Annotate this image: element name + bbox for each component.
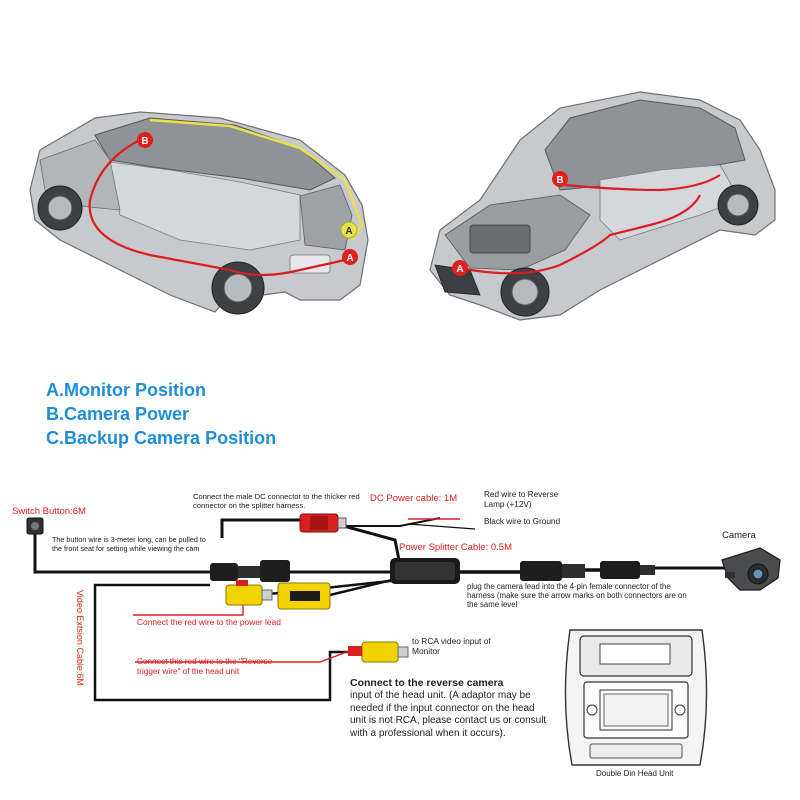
red-power-lead-line (133, 605, 244, 616)
connect-reverse-title: Connect to the reverse camera (350, 677, 504, 689)
legend-monitor-position: A.Monitor Position (46, 380, 206, 400)
marker-b-rear-label: B (141, 136, 148, 147)
red-wires (133, 518, 460, 663)
dc-to-splitter (339, 523, 402, 566)
car-rear-illustration: B A A (29, 111, 369, 315)
rca-monitor-label: to RCA video input of Monitor (412, 636, 491, 656)
marker-a-front (452, 260, 468, 276)
marker-b-rear (137, 132, 153, 148)
black-wire-ground (407, 523, 476, 530)
dc-power-cable-label: DC Power cable: 1M (370, 493, 458, 504)
marker-a-yellow-rear-label: A (345, 226, 352, 237)
rca-connector-female (277, 582, 331, 610)
car-front-illustration: B A (429, 91, 776, 321)
rca-connector-end (348, 641, 409, 663)
harness-connector-left (210, 560, 290, 582)
reverse-trigger-label: Connect this red wire to the "Reverse tr… (137, 657, 273, 676)
marker-b-front-label: B (556, 175, 563, 186)
camera-lead-note: plug the camera lead into the 4-pin fema… (467, 582, 687, 610)
camera-harness-connector (520, 561, 655, 581)
connect-reverse-body: input of the head unit. (A adaptor may b… (350, 690, 547, 739)
power-splitter-body (390, 558, 460, 584)
double-din-head-unit (564, 629, 708, 766)
video-extension-label: Video Extsion Cable:6M (75, 590, 85, 686)
dc-connector-lead (220, 518, 300, 538)
power-splitter-label: Power Splitter Cable: 0.5M (399, 542, 512, 553)
switch-button-device (26, 517, 44, 535)
legend-backup-camera-position: C.Backup Camera Position (46, 428, 277, 448)
marker-a-front-label: A (456, 264, 463, 275)
dc-male-connector (299, 513, 347, 533)
video-extension-cable (93, 583, 365, 702)
dc-power-cable (338, 517, 441, 527)
camera-label: Camera (722, 530, 756, 541)
marker-a-yellow-rear (340, 221, 358, 239)
button-wire-note: The button wire is 3-meter long, can be … (52, 535, 206, 553)
legend-camera-power: B.Camera Power (46, 404, 190, 424)
marker-a-red-rear (342, 249, 358, 265)
backup-camera (721, 547, 781, 591)
switch-button-label: Switch Button:6M (12, 506, 86, 517)
head-unit-label: Double Din Head Unit (596, 769, 674, 778)
dc-connector-note: Connect the male DC connector to the thi… (193, 492, 360, 510)
marker-b-front (552, 171, 568, 187)
red-power-lead-label: Connect the red wire to the power lead (137, 617, 281, 627)
switch-button-wire (33, 532, 212, 574)
red-wire-label: Red wire to Reverse Lamp (+12V) (484, 490, 559, 509)
rca-connector-male (225, 580, 273, 606)
black-wire-label: Black wire to Ground (484, 517, 560, 526)
marker-a-red-rear-label: A (346, 253, 353, 264)
reverse-trigger-line (135, 649, 353, 663)
position-legend: A.Monitor Position B.Camera Power C.Back… (46, 378, 276, 450)
